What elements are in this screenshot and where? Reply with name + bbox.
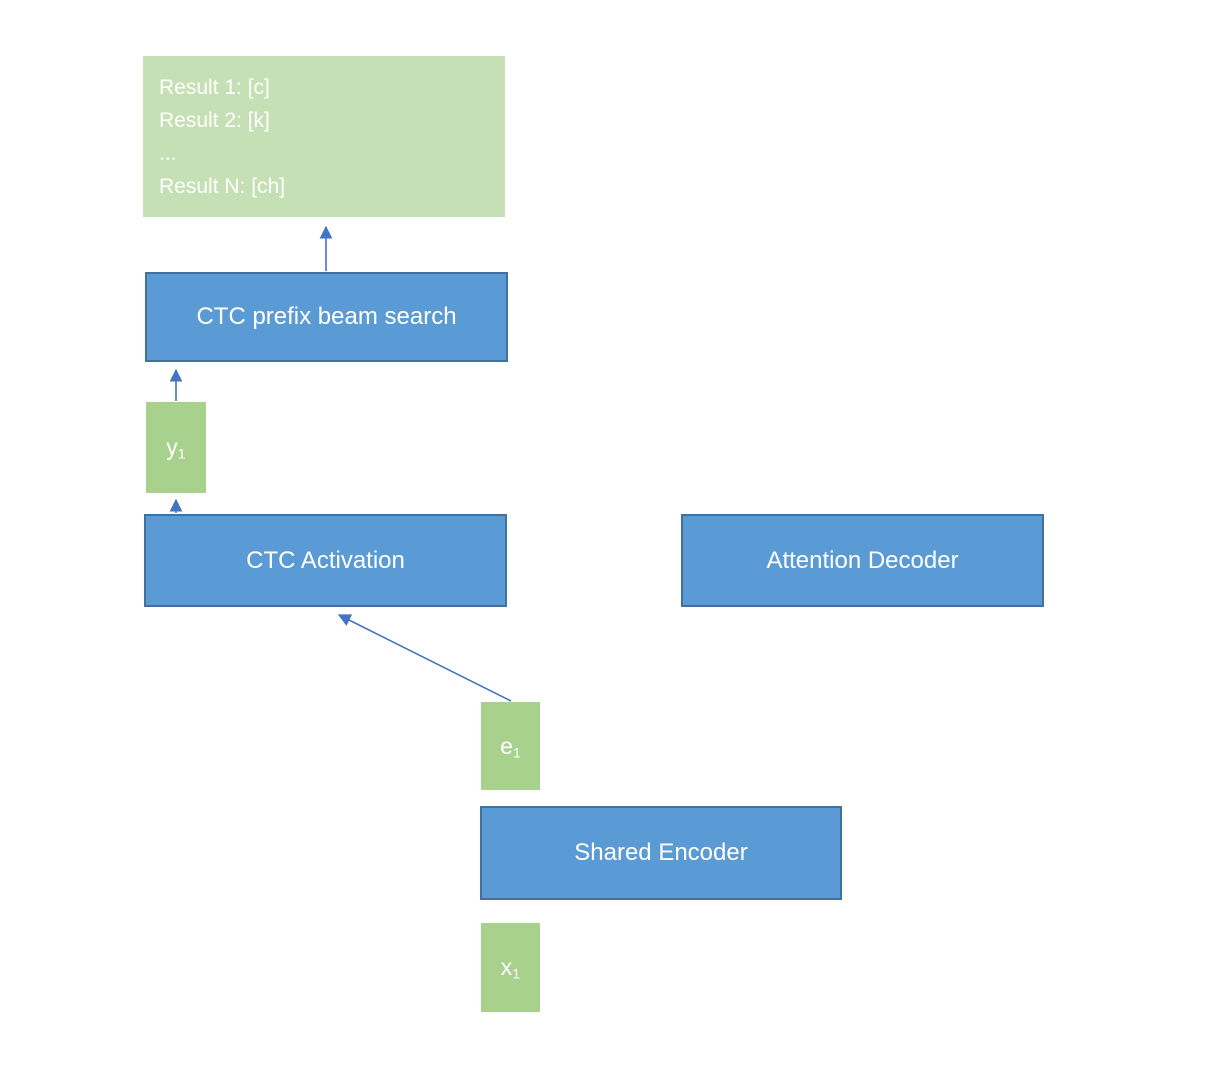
result-line-2: Result 2: [k] [159,109,270,132]
y1-box: y1 [146,402,206,493]
result-line-ellipsis: ... [159,142,177,165]
ctc-prefix-beam-search-box: CTC prefix beam search [145,272,508,362]
attention-decoder-box: Attention Decoder [681,514,1044,607]
ctc-activation-box: CTC Activation [144,514,507,607]
result-line-n: Result N: [ch] [159,175,286,198]
shared-encoder-box: Shared Encoder [480,806,842,900]
e1-label: e1 [500,732,521,762]
result-line-1: Result 1: [c] [159,76,270,99]
results-box: Result 1: [c] Result 2: [k] ... Result N… [143,56,505,217]
x1-box: x1 [481,923,540,1012]
ctc-activation-label: CTC Activation [246,546,405,574]
attention-decoder-label: Attention Decoder [766,546,959,574]
x1-label: x1 [500,954,521,983]
shared-encoder-label: Shared Encoder [574,839,748,866]
arrow-e1-to-activation [337,614,512,702]
e1-box: e1 [481,702,540,790]
ctc-prefix-beam-search-label: CTC prefix beam search [196,303,457,330]
y1-label: y1 [166,434,186,463]
